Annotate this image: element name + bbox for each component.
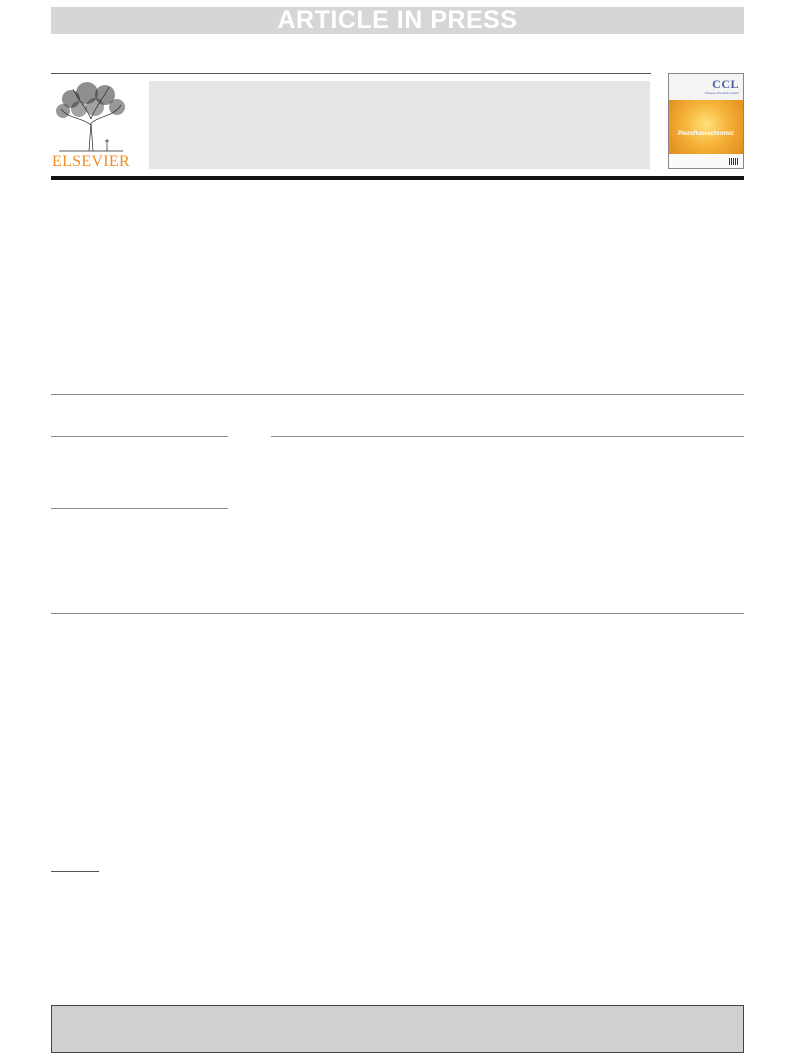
- cover-footer: [669, 154, 743, 168]
- publisher-name: ELSEVIER: [52, 153, 130, 170]
- header-top-rule: [51, 73, 651, 74]
- tree-logo-icon: [56, 82, 125, 152]
- citation-footer-box: [51, 1005, 744, 1053]
- journal-masthead: [149, 81, 650, 169]
- cover-header: [669, 74, 743, 100]
- footnote-rule: [51, 871, 99, 872]
- article-in-press-banner: ARTICLE IN PRESS: [51, 6, 744, 34]
- publisher-logo: ELSEVIER: [51, 79, 131, 171]
- journal-cover-thumbnail: CCL Chinese Chemical Letters Piezofluoro…: [668, 73, 744, 169]
- barcode-icon: [729, 158, 739, 165]
- cover-journal-abbreviation: CCL: [712, 77, 739, 91]
- header-bottom-rule: [51, 176, 744, 180]
- banner-text: ARTICLE IN PRESS: [277, 6, 518, 34]
- cover-title: Piezofluorochromic: [677, 131, 734, 137]
- divider-after-abstract: [51, 613, 744, 614]
- cover-artwork: [669, 100, 743, 154]
- article-info-mid-rule: [51, 508, 228, 509]
- article-info-top-rule: [51, 436, 228, 437]
- cover-journal-name: Chinese Chemical Letters: [704, 91, 739, 95]
- abstract-top-rule: [271, 436, 744, 437]
- divider-after-title: [51, 394, 744, 395]
